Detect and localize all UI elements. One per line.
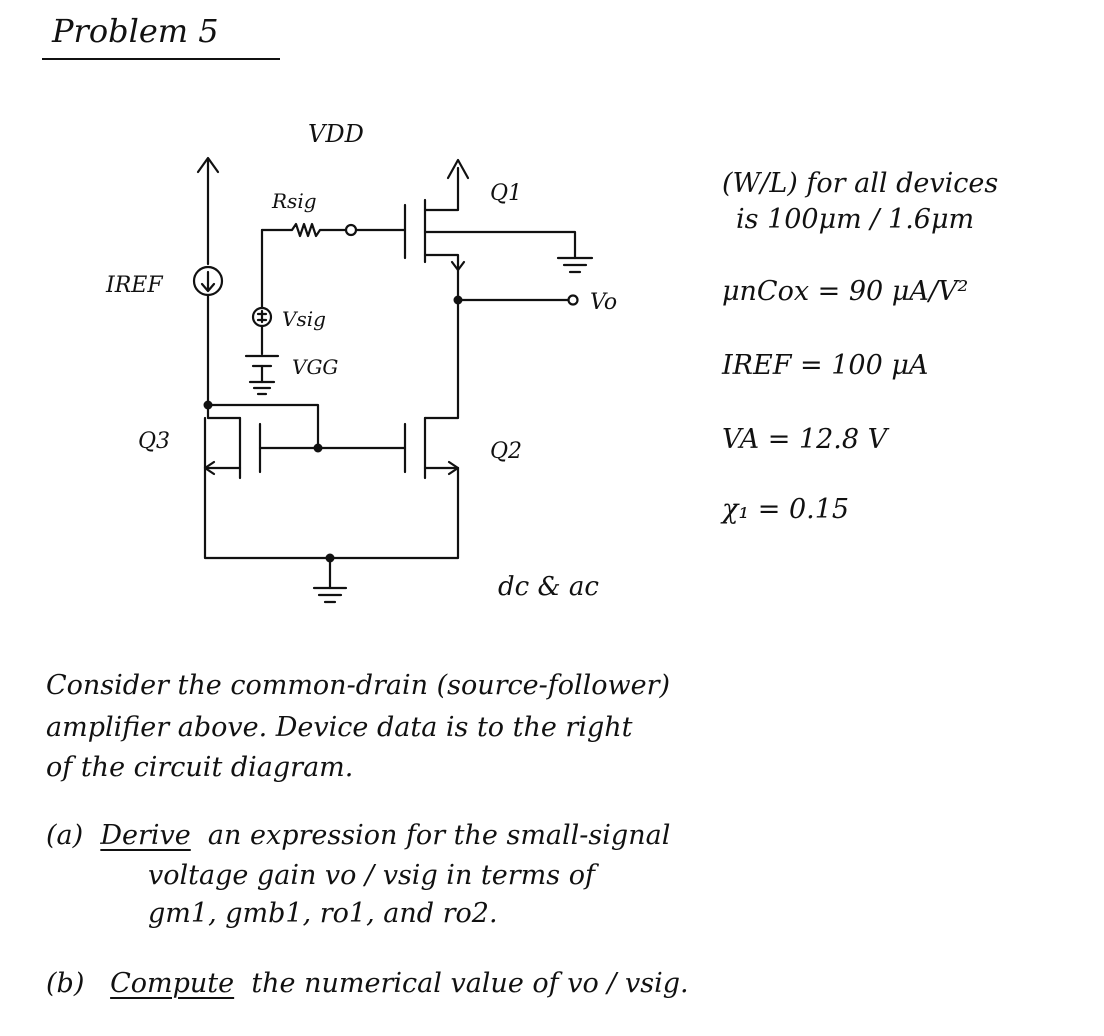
iref-value: IREF = 100 μA [722, 350, 929, 381]
part-a-verb: Derive [100, 820, 191, 851]
vdd-label: VDD [308, 120, 364, 148]
circuit-diagram: VDD Rsig Q1 IREF Vsig VGG Vo Q3 Q2 dc & … [105, 120, 617, 604]
part-b-line: (b) Compute the numerical value of vo / … [46, 968, 689, 999]
part-a-line-1: (a) Derive an expression for the small-s… [46, 820, 670, 851]
intro-line-2: amplifier above. Device data is to the r… [46, 712, 633, 743]
title-underline [42, 58, 280, 60]
part-b-label: (b) [46, 968, 85, 999]
q3-gate [206, 403, 242, 420]
part-b-verb: Compute [110, 968, 235, 999]
part-a-label: (a) [46, 820, 84, 851]
vgg-label: VGG [292, 355, 338, 379]
part-b-rest: the numerical value of vo / vsig. [251, 968, 689, 999]
rsig-label: Rsig [271, 189, 317, 213]
intro-line-1: Consider the common-drain (source-follow… [46, 670, 671, 701]
rsig-resistor [260, 222, 348, 238]
iref-label: IREF [105, 273, 163, 298]
intro-line-3: of the circuit diagram. [46, 752, 354, 783]
q3-label: Q3 [138, 429, 170, 454]
uncox-value: μnCox = 90 μA/V² [722, 276, 969, 307]
vgg-battery [244, 354, 280, 368]
problem-title: Problem 5 [52, 12, 219, 50]
q1-label: Q1 [490, 181, 522, 206]
wl-line2: is 100μm / 1.6μm [736, 204, 975, 235]
part-a-line-2: voltage gain vo / vsig in terms of [148, 860, 595, 891]
part-a-line-3: gm1, gmb1, ro1, and ro2. [148, 898, 498, 929]
part-a-line1-rest: an expression for the small-signal [207, 820, 671, 851]
iref-supply-arrow [196, 156, 220, 174]
wl-line1: (W/L) for all devices [722, 168, 999, 199]
q2-label: Q2 [490, 439, 522, 464]
va-value: VA = 12.8 V [722, 424, 888, 455]
dc-ac-note: dc & ac [498, 572, 599, 602]
vsig-label: Vsig [282, 307, 326, 331]
chi-value: χ₁ = 0.15 [722, 494, 850, 525]
vo-label: Vo [590, 290, 617, 315]
